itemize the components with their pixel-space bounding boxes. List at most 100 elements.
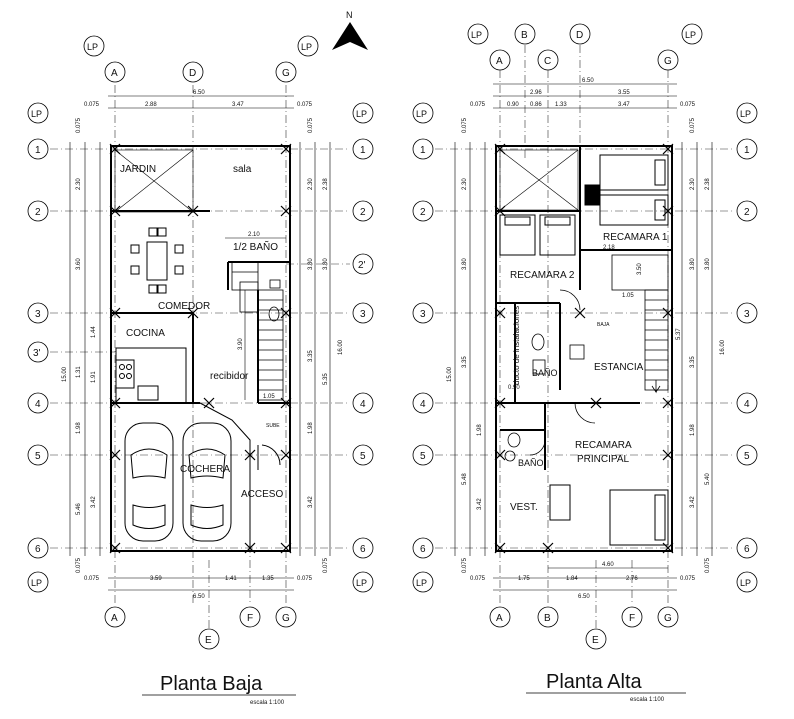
dimension-label: 0.075	[680, 102, 696, 108]
stair-direction-label: BAJA	[597, 322, 610, 328]
row-label: 5	[35, 451, 41, 462]
row-label: 5	[420, 451, 426, 462]
room-label-recamara-1: RECAMARA 1	[603, 232, 668, 243]
walls	[495, 145, 673, 552]
dimension-label: 0.075	[690, 117, 696, 133]
planta-alta: LP LP B D A C G LP 1 2 3 4 5 6 LP LP 1 2…	[412, 23, 758, 703]
dimension-label: 4.60	[602, 562, 614, 568]
dimension-label: 6.50	[193, 90, 205, 96]
dimension-label: 6.50	[578, 594, 590, 600]
dimension-label: 1.98	[308, 422, 314, 434]
row-label: 5	[744, 451, 750, 462]
dimension-label: 1.84	[566, 576, 578, 582]
axis-grid-lines	[50, 85, 350, 630]
row-label: 1	[744, 145, 750, 156]
column-label-d: D	[576, 30, 583, 41]
room-label-sala: sala	[233, 164, 252, 175]
stair	[611, 254, 669, 394]
column-markers	[494, 143, 674, 554]
dimension-label: 16.00	[338, 339, 344, 355]
dimension-label: 6.50	[582, 78, 594, 84]
column-bubbles-top	[467, 23, 703, 71]
dimension-label: 2.30	[462, 178, 468, 190]
row-label: 6	[35, 544, 41, 555]
plan-scale: escala 1:100	[630, 697, 665, 703]
row-label: 1	[360, 145, 366, 156]
dimension-label: 0.075	[84, 576, 100, 582]
dimension-label: 3.42	[91, 496, 97, 508]
room-label-bano: BAÑO	[532, 368, 558, 378]
column-label-a: A	[111, 68, 118, 79]
dimension-label: 1.98	[477, 424, 483, 436]
row-label: 2	[420, 207, 426, 218]
dimension-label: 2.38	[323, 178, 329, 190]
lp-label: LP	[416, 578, 427, 588]
dimension-label: 3.47	[232, 102, 244, 108]
room-label-recamara-principal: PRINCIPAL	[577, 454, 629, 465]
dimension-label: 3.60	[76, 258, 82, 270]
dimension-label: 3.90	[238, 338, 244, 350]
dimension-label: 0.075	[470, 102, 486, 108]
dimension-label: 15.00	[62, 366, 68, 382]
dimension-label: 1.41	[225, 576, 237, 582]
dimension-label: 1.44	[91, 326, 97, 338]
dimension-label: 1.05	[263, 394, 275, 400]
plan-title: Planta Baja	[160, 673, 263, 695]
dimension-label: 1.33	[555, 102, 567, 108]
dimension-label: 3.50	[637, 263, 643, 275]
row-label: 1	[420, 145, 426, 156]
dimension-label: 0.90	[507, 102, 519, 108]
dimension-label: 0.86	[530, 102, 542, 108]
column-markers	[109, 143, 292, 554]
dining-table-icon	[130, 227, 184, 294]
dimension-label: 1.05	[622, 293, 634, 299]
dimension-label: 1.98	[76, 422, 82, 434]
row-bubbles-left	[27, 102, 49, 593]
bed-icon	[499, 154, 669, 546]
dimension-label: 0.075	[297, 576, 313, 582]
room-label-comedor: COMEDOR	[158, 301, 210, 312]
dimension-label: 3.80	[705, 258, 711, 270]
dimension-label: 3.59	[150, 576, 162, 582]
void-area	[499, 149, 579, 211]
column-label-a: A	[496, 56, 503, 67]
dimension-label: 0.075	[705, 557, 711, 573]
toilet-icon	[268, 306, 280, 322]
dimension-label: 0.075	[84, 102, 100, 108]
dimension-label: 3.47	[618, 102, 630, 108]
entry-door	[199, 402, 281, 548]
row-bubbles-right	[352, 102, 374, 593]
toilet-icon	[531, 333, 545, 351]
column-bubbles-bottom	[104, 606, 297, 650]
lp-label: LP	[416, 109, 427, 119]
row-label: 2	[744, 207, 750, 218]
dimension-label: 0.075	[470, 576, 486, 582]
column-label-f: F	[629, 613, 635, 624]
column-label-g: G	[282, 613, 290, 624]
row-label: 5	[360, 451, 366, 462]
row-label: 4	[360, 399, 366, 410]
row-label: 6	[744, 544, 750, 555]
lp-label: LP	[356, 578, 367, 588]
dimension-label: 1.35	[262, 576, 274, 582]
dimension-label: 2.10	[248, 232, 260, 238]
lp-label: LP	[31, 578, 42, 588]
dimension-label: 3.80	[462, 258, 468, 270]
dimension-label: 5.46	[76, 503, 82, 515]
row-label: 4	[35, 399, 41, 410]
dimension-label: 2.30	[308, 178, 314, 190]
column-label-g: G	[664, 613, 672, 624]
row-label: 4	[744, 399, 750, 410]
car-icon	[182, 422, 232, 542]
row-label: 1	[35, 145, 41, 156]
lp-label: LP	[740, 578, 751, 588]
dimension-label: 0.075	[76, 557, 82, 573]
lp-label: LP	[471, 30, 482, 40]
dimension-label: 2.96	[530, 90, 542, 96]
sink-icon	[532, 359, 546, 375]
dimension-label: 15.00	[447, 366, 453, 382]
car-icon	[124, 422, 174, 542]
planta-baja: A D G LP LP LP 1 2 3 3' 4 5 6 LP LP 1 2 …	[27, 35, 374, 706]
tub-icon	[569, 344, 585, 360]
